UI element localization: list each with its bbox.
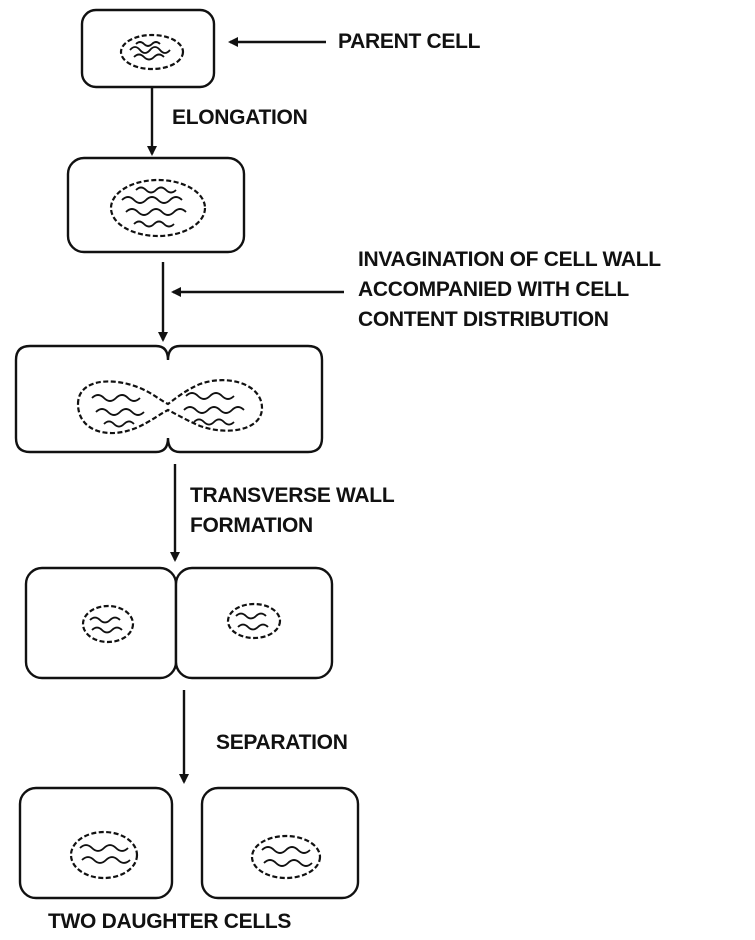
- transverse-label-line1: TRANSVERSE WALL: [190, 484, 395, 507]
- elongated-cell: [66, 156, 246, 254]
- elongation-label: ELONGATION: [172, 106, 307, 129]
- daughter-cell-right-nucleus: [250, 834, 322, 880]
- parent-cell: [80, 8, 216, 89]
- elongated-cell-nucleus: [109, 178, 207, 238]
- divided-cell-pair: [24, 566, 334, 680]
- invagination-label-line2: ACCOMPANIED WITH CELL: [358, 278, 629, 301]
- transverse-label-line2: FORMATION: [190, 514, 313, 537]
- parent-cell-label: PARENT CELL: [338, 30, 481, 53]
- daughter-cells: [18, 786, 360, 900]
- invagination-label-line1: INVAGINATION OF CELL WALL: [358, 248, 661, 271]
- separation-label: SEPARATION: [216, 731, 348, 754]
- invaginating-cell: [14, 344, 324, 454]
- divided-cell-right-nucleus: [226, 602, 282, 640]
- parent-cell-nucleus: [119, 33, 185, 71]
- invagination-label-line3: CONTENT DISTRIBUTION: [358, 308, 609, 331]
- daughter-cell-left-nucleus: [69, 830, 139, 880]
- divided-cell-left-nucleus: [81, 604, 135, 644]
- two-daughter-cells-label: TWO DAUGHTER CELLS: [48, 910, 291, 933]
